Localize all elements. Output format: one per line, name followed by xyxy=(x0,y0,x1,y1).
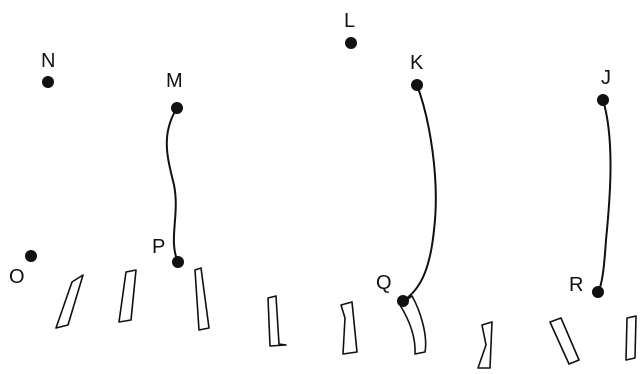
stick-8 xyxy=(549,317,580,365)
stick-3 xyxy=(194,267,210,331)
label-q: Q xyxy=(376,272,392,294)
point-r xyxy=(592,286,604,298)
stick-6 xyxy=(399,295,427,355)
string-m-p xyxy=(165,107,179,263)
stick-5 xyxy=(340,301,358,355)
string-k-q xyxy=(402,84,437,302)
label-k: K xyxy=(410,52,424,74)
string-j-r xyxy=(597,99,612,293)
point-n xyxy=(42,76,54,88)
stick-1 xyxy=(55,274,84,329)
stick-9 xyxy=(625,315,637,361)
stick-4 xyxy=(267,295,287,347)
point-p xyxy=(172,256,184,268)
label-r: R xyxy=(569,274,583,296)
point-q xyxy=(397,295,409,307)
point-j xyxy=(597,94,609,106)
label-m: M xyxy=(166,70,183,92)
label-j: J xyxy=(601,67,611,89)
point-l xyxy=(345,37,357,49)
point-m xyxy=(171,102,183,114)
label-p: P xyxy=(152,236,165,258)
point-k xyxy=(411,79,423,91)
label-n: N xyxy=(41,50,55,72)
stick-7 xyxy=(477,321,493,369)
point-o xyxy=(25,250,37,262)
label-o: O xyxy=(9,266,25,288)
stick-2 xyxy=(118,269,137,323)
label-l: L xyxy=(344,10,355,32)
